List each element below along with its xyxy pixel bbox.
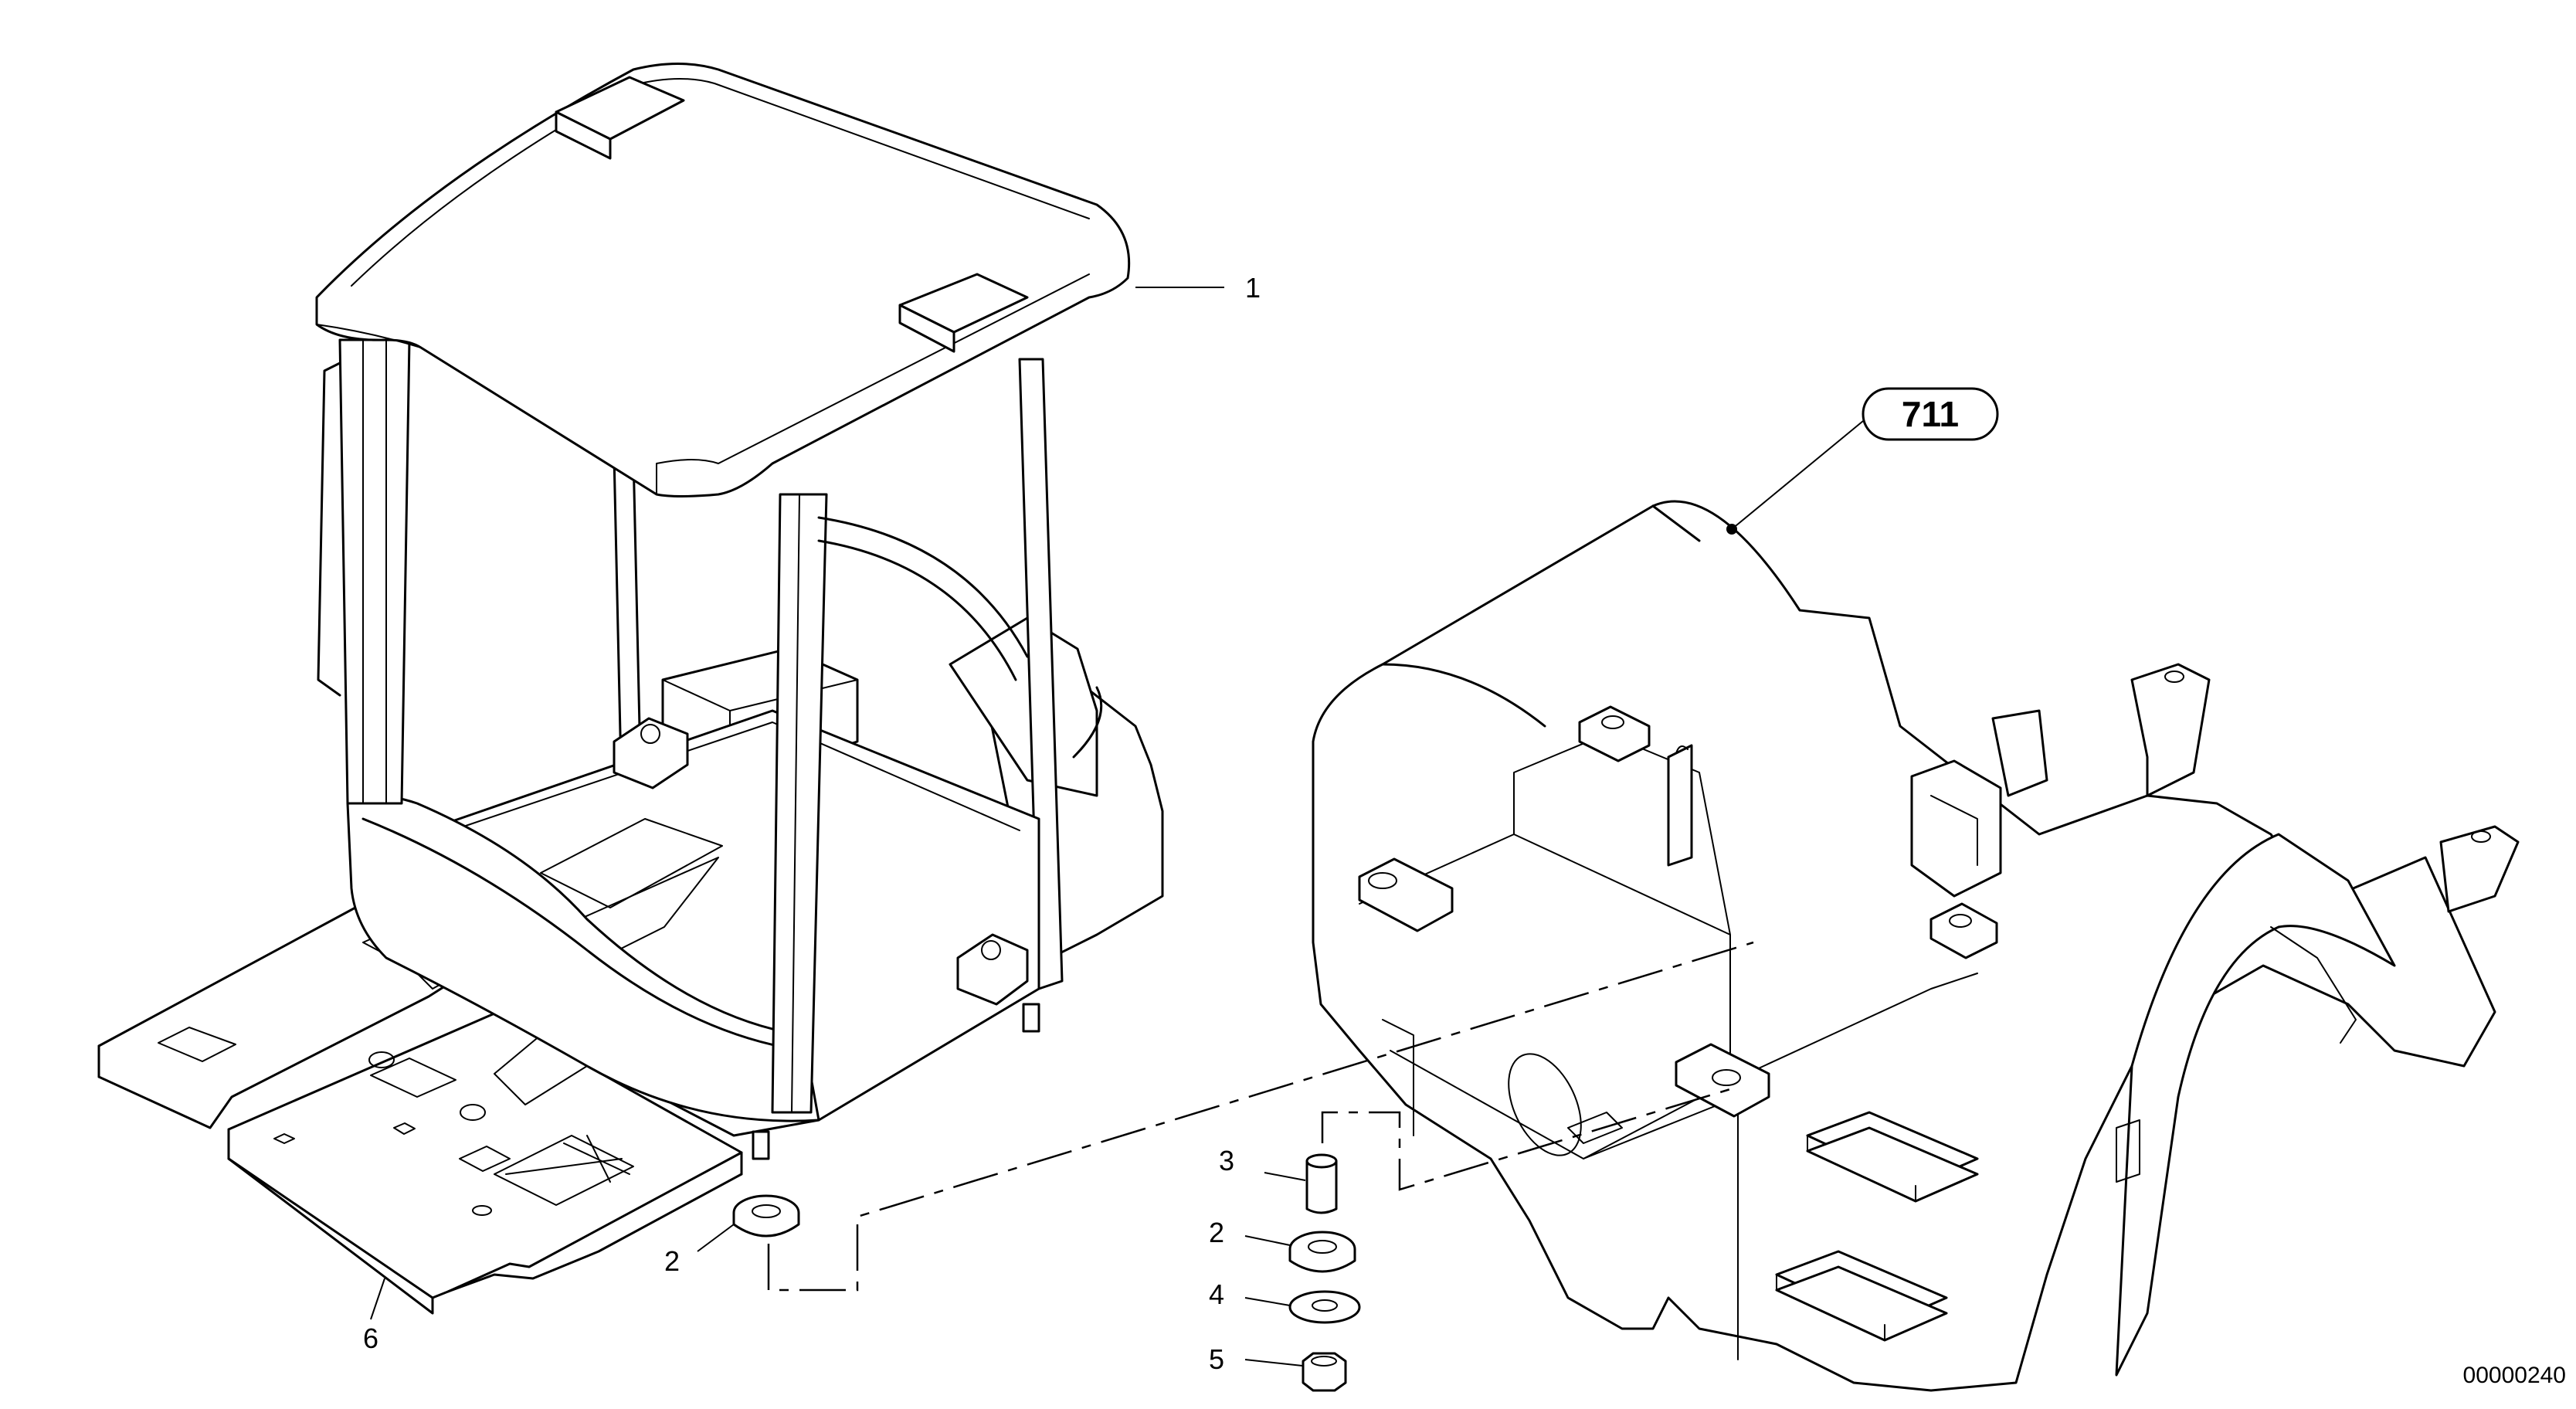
- nut-drawing: [1302, 1352, 1347, 1392]
- mount-right-drawing: [1288, 1231, 1356, 1273]
- assembly-line-right: [1321, 1088, 1731, 1191]
- leader-2-right: [1244, 1235, 1291, 1246]
- leader-6: [370, 1278, 385, 1320]
- washer-drawing: [1288, 1290, 1361, 1324]
- mount-left-drawing: [732, 1194, 800, 1238]
- cab-drawing: [315, 63, 1164, 1160]
- callout-3: 3: [1219, 1145, 1234, 1176]
- leader-3: [1264, 1172, 1306, 1181]
- callout-1: 1: [1245, 272, 1261, 304]
- leader-2-left: [697, 1224, 735, 1252]
- callout-4: 4: [1209, 1278, 1224, 1310]
- callout-6: 6: [363, 1322, 378, 1354]
- reference-box: [1862, 387, 1999, 441]
- frame-drawing: [1312, 500, 2520, 1392]
- reference-label: 711: [1902, 394, 1959, 434]
- callout-2-left: 2: [664, 1245, 680, 1277]
- callout-5: 5: [1209, 1343, 1224, 1375]
- leader-5: [1244, 1359, 1303, 1367]
- leader-711: [1731, 420, 1864, 530]
- sleeve-drawing: [1305, 1153, 1338, 1214]
- image-number: 00000240: [2463, 1363, 2566, 1388]
- assembly-line-left: [767, 941, 1754, 1292]
- callout-2-right: 2: [1209, 1217, 1224, 1248]
- leader-4: [1244, 1297, 1291, 1306]
